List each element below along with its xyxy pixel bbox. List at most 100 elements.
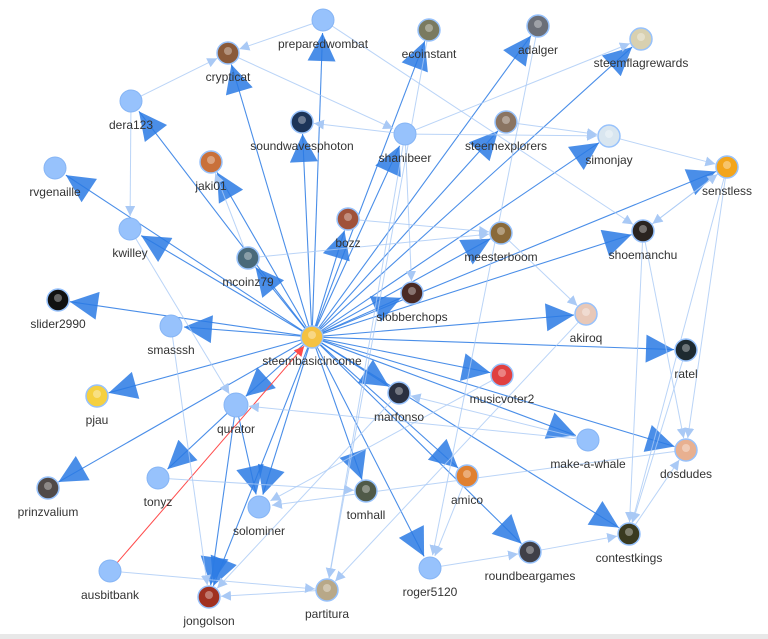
node-steemflagrewards[interactable]: steemflagrewards [594,27,689,70]
avatar-icon[interactable] [85,384,109,408]
avatar-icon[interactable] [387,381,411,405]
node-slider2990[interactable]: slider2990 [30,288,86,331]
node-roundbeargames[interactable]: roundbeargames [485,540,576,583]
node-amico[interactable]: amico [451,464,483,507]
node-steembasicincome[interactable]: steembasicincome [262,325,362,368]
avatar-icon[interactable] [494,110,518,134]
node-senstless[interactable]: senstless [702,155,752,198]
avatar-icon[interactable] [197,585,221,609]
node-jaki01[interactable]: jaki01 [194,150,227,193]
node-smasssh[interactable]: smasssh [147,314,195,357]
edge-amico-to-roger5120 [433,481,466,557]
node-tomhall[interactable]: tomhall [347,479,386,522]
node-slobberchops[interactable]: slobberchops [376,281,448,324]
avatar-figure-icon [502,116,510,124]
avatar-icon[interactable] [199,150,223,174]
node-circle[interactable] [247,495,271,519]
horizontal-scrollbar[interactable] [0,634,768,639]
node-circle[interactable] [118,217,142,241]
node-circle[interactable] [393,122,417,146]
node-circle[interactable] [223,392,249,418]
node-label: tomhall [347,508,386,522]
avatar-icon[interactable] [617,522,641,546]
node-circle[interactable] [98,559,122,583]
node-solominer[interactable]: solominer [233,495,285,538]
node-marfonso[interactable]: marfonso [374,381,424,424]
node-dosdudes[interactable]: dosdudes [660,438,712,481]
node-akiroq[interactable]: akiroq [570,302,603,345]
edge-steembasicincome-to-preparedwombat [307,32,336,331]
avatar-icon[interactable] [574,302,598,326]
node-circle[interactable] [146,466,170,490]
edge-steembasicincome-to-kwilley [140,235,307,335]
edge-mcoinz79-to-meesterboom [254,230,490,258]
avatar-icon[interactable] [489,221,513,245]
node-circle[interactable] [43,156,67,180]
edge-make-a-whale-to-marfonso [410,393,582,439]
node-circle[interactable] [159,314,183,338]
node-circle[interactable] [576,428,600,452]
avatar-icon[interactable] [315,578,339,602]
avatar-icon[interactable] [455,464,479,488]
node-ausbitbank[interactable]: ausbitbank [81,559,140,602]
avatar-icon[interactable] [597,124,621,148]
node-tonyz[interactable]: tonyz [144,466,173,509]
node-label: senstless [702,184,752,198]
node-roger5120[interactable]: roger5120 [403,556,458,599]
node-jongolson[interactable]: jongolson [182,585,235,628]
node-ratel[interactable]: ratel [674,338,698,381]
avatar-icon[interactable] [354,479,378,503]
node-musicvoter2[interactable]: musicvoter2 [470,363,535,406]
node-bozz[interactable]: bozz [335,207,361,250]
node-ecoinstant[interactable]: ecoinstant [402,18,457,61]
node-preparedwombat[interactable]: preparedwombat [278,8,369,51]
node-contestkings[interactable]: contestkings [596,522,663,565]
node-label: jongolson [182,614,234,628]
avatar-icon[interactable] [715,155,739,179]
node-make-a-whale[interactable]: make-a-whale [550,428,626,471]
node-label: dera123 [109,118,153,132]
avatar-icon[interactable] [631,219,655,243]
avatar-icon[interactable] [417,18,441,42]
node-steemexplorers[interactable]: steemexplorers [465,110,547,153]
avatar-icon[interactable] [400,281,424,305]
avatar-figure-icon [463,470,471,478]
node-label: partitura [305,607,349,621]
node-shanibeer[interactable]: shanibeer [379,122,432,165]
node-prinzvalium[interactable]: prinzvalium [18,476,79,519]
avatar-icon[interactable] [674,438,698,462]
node-dera123[interactable]: dera123 [109,89,153,132]
node-kwilley[interactable]: kwilley [112,217,148,260]
node-rvgenaille[interactable]: rvgenaille [29,156,81,199]
avatar-icon[interactable] [629,27,653,51]
node-circle[interactable] [119,89,143,113]
avatar-icon[interactable] [216,41,240,65]
avatar-icon[interactable] [290,110,314,134]
node-soundwavesphoton[interactable]: soundwavesphoton [250,110,354,153]
node-circle[interactable] [418,556,442,580]
node-pjau[interactable]: pjau [85,384,109,427]
avatar-icon[interactable] [236,246,260,270]
node-shoemanchu[interactable]: shoemanchu [609,219,678,262]
avatar-icon[interactable] [336,207,360,231]
avatar-icon[interactable] [526,14,550,38]
node-adalger[interactable]: adalger [518,14,558,57]
node-circle[interactable] [311,8,335,32]
node-mcoinz79[interactable]: mcoinz79 [222,246,274,289]
node-partitura[interactable]: partitura [305,578,349,621]
avatar-icon[interactable] [674,338,698,362]
avatar-figure-icon [298,116,306,124]
node-simonjay[interactable]: simonjay [585,124,633,167]
edge-preparedwombat-to-shoemanchu [328,23,634,225]
avatar-icon[interactable] [36,476,60,500]
edge-steembasicincome-to-prinzvalium [58,339,307,483]
node-crypticat[interactable]: crypticat [206,41,251,84]
avatar-icon[interactable] [300,325,324,349]
avatar-icon[interactable] [518,540,542,564]
avatar-icon[interactable] [46,288,70,312]
avatar-icon[interactable] [490,363,514,387]
node-qurator[interactable]: qurator [217,392,255,436]
node-meesterboom[interactable]: meesterboom [464,221,538,264]
